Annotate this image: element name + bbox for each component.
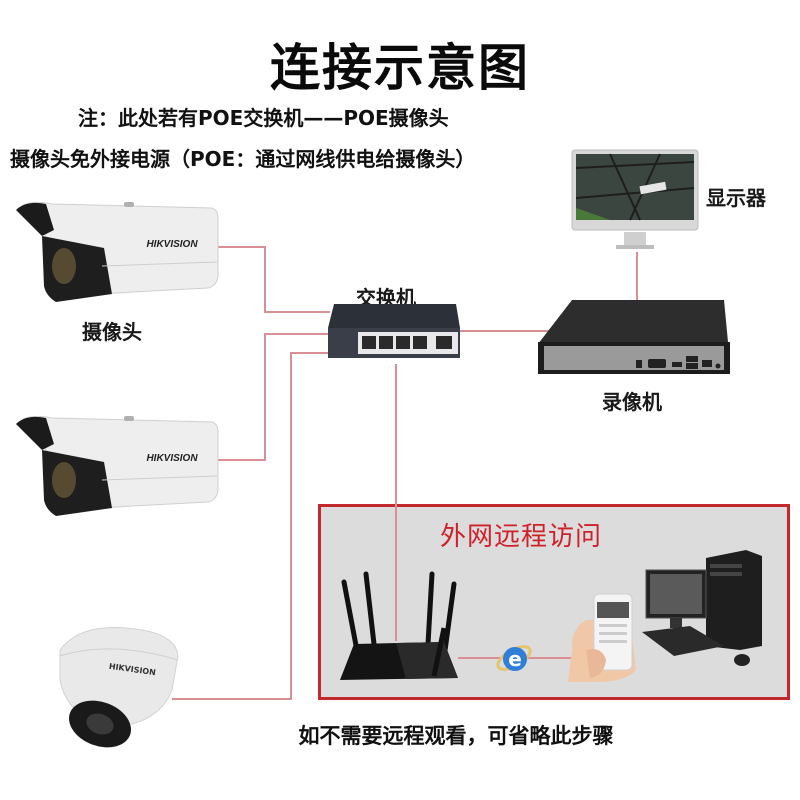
- camera-label: 摄像头: [82, 320, 142, 344]
- dome-camera: HIKVISION: [59, 627, 179, 748]
- desktop-computer: [642, 550, 762, 666]
- svg-text:HIKVISION: HIKVISION: [146, 239, 198, 250]
- note-line-1: 注：此处若有POE交换机——POE摄像头: [78, 106, 449, 130]
- bullet-camera-2: HIKVISION: [16, 415, 219, 516]
- monitor: [571, 149, 699, 249]
- bullet-camera-1: HIKVISION: [16, 201, 219, 302]
- network-switch: [328, 304, 460, 358]
- wifi-router: [340, 571, 458, 680]
- remote-footer-note: 如不需要远程观看，可省略此步骤: [298, 724, 614, 748]
- note-line-2: 摄像头免外接电源（POE：通过网线供电给摄像头）: [10, 147, 476, 171]
- nvr-label: 录像机: [602, 390, 662, 414]
- svg-text:HIKVISION: HIKVISION: [146, 453, 198, 464]
- monitor-label: 显示器: [706, 186, 766, 210]
- svg-text:e: e: [508, 647, 522, 671]
- remote-access-title: 外网远程访问: [440, 522, 603, 552]
- page-title: 连接示意图: [270, 39, 530, 97]
- smartphone-in-hand: [568, 593, 636, 682]
- nvr-recorder: [538, 300, 730, 374]
- ie-browser-icon: e: [496, 645, 532, 671]
